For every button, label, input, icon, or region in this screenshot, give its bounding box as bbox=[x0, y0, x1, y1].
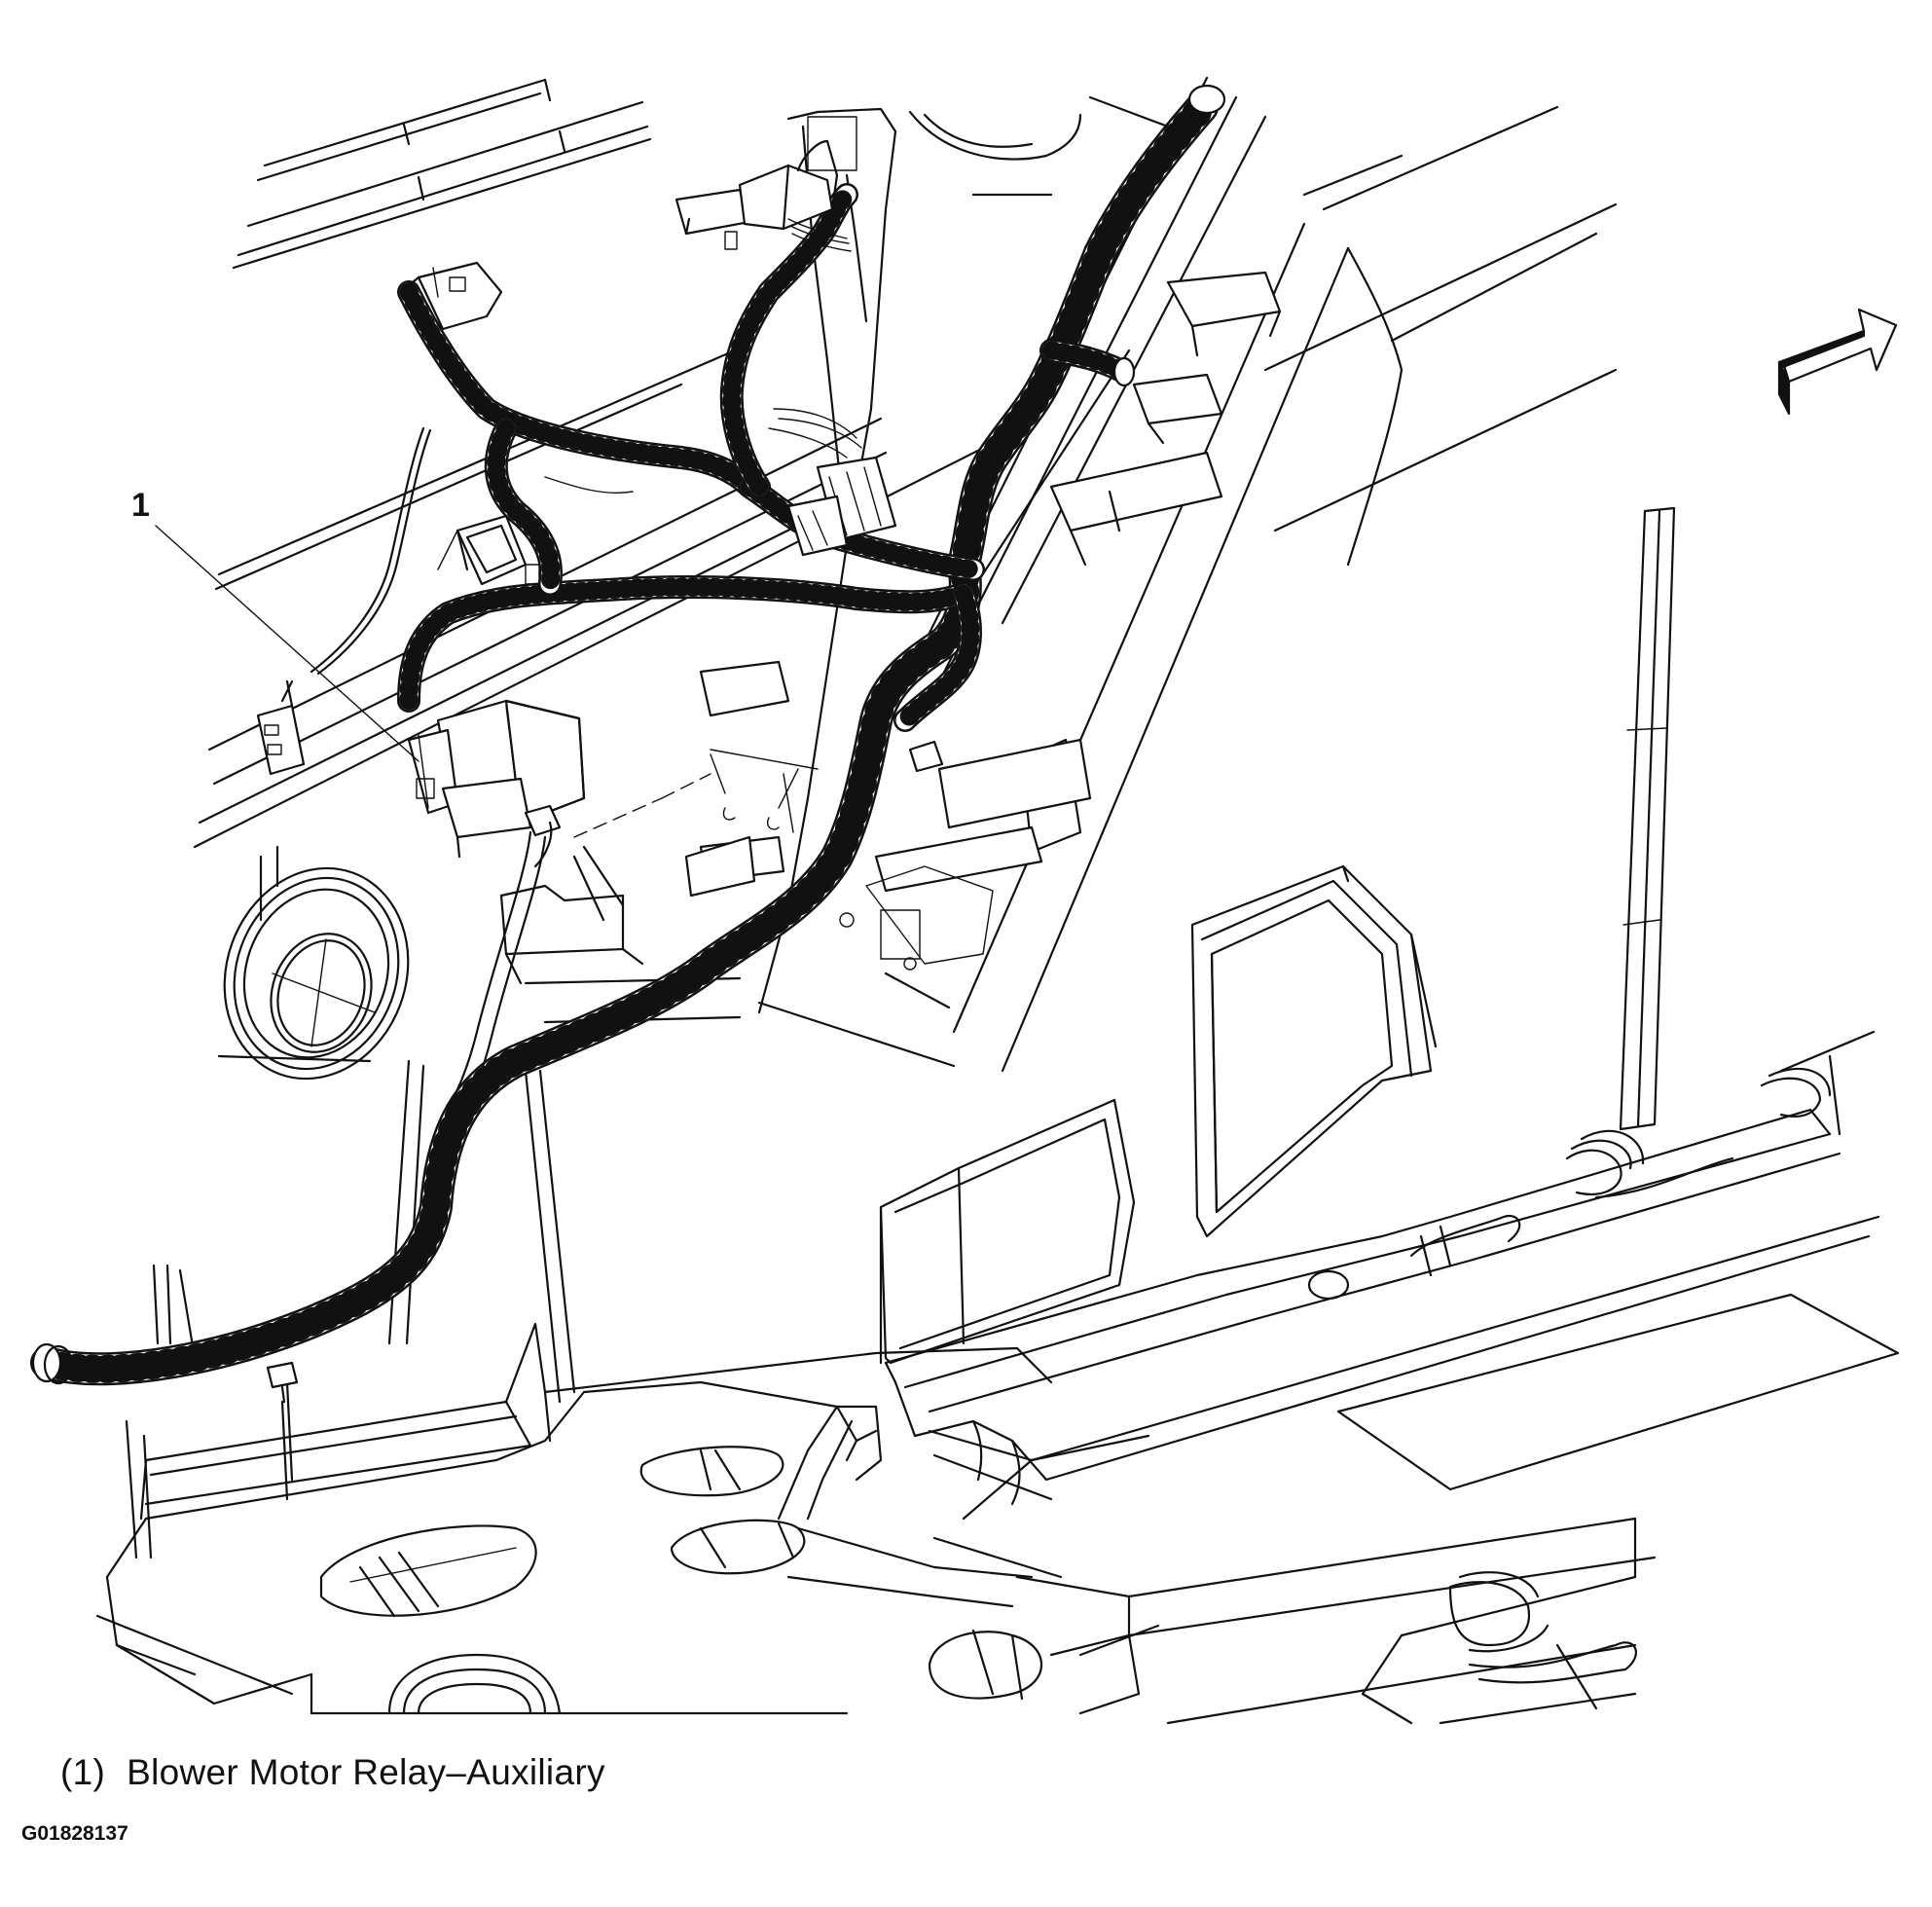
right-vertical-strip bbox=[1619, 506, 1676, 1131]
callout-number: 1 bbox=[131, 487, 150, 524]
floor-pan bbox=[95, 1069, 1657, 1725]
legend: (1) Blower Motor Relay–Auxiliary bbox=[60, 1752, 605, 1793]
right-platform bbox=[879, 864, 1900, 1506]
lower-left-posts bbox=[125, 1059, 425, 1559]
legend-label: Blower Motor Relay–Auxiliary bbox=[127, 1752, 605, 1792]
connectors bbox=[256, 139, 944, 1404]
wiring-harness-diagram: 1 bbox=[30, 76, 1900, 1725]
legend-number: (1) bbox=[60, 1752, 106, 1792]
lower-left-connector bbox=[256, 679, 306, 776]
wire-harness-main bbox=[30, 84, 1226, 1386]
left-mid-connector bbox=[437, 514, 540, 586]
diagonal-rails bbox=[893, 76, 1618, 1073]
upper-left-panel-lines bbox=[232, 78, 652, 270]
right-connector-bundle bbox=[786, 456, 897, 557]
direction-arrow-icon bbox=[1777, 308, 1898, 416]
blower-motor-relay-auxiliary bbox=[407, 699, 819, 922]
callout-1: 1 bbox=[131, 487, 419, 762]
upper-connector bbox=[674, 139, 852, 252]
top-left-connector bbox=[399, 261, 503, 331]
pillar-brackets bbox=[699, 271, 1282, 893]
thin-wires bbox=[280, 408, 862, 1482]
figure-id: G01828137 bbox=[21, 1822, 128, 1845]
speaker-grommet bbox=[217, 866, 410, 1081]
harness-clip bbox=[266, 740, 944, 1404]
